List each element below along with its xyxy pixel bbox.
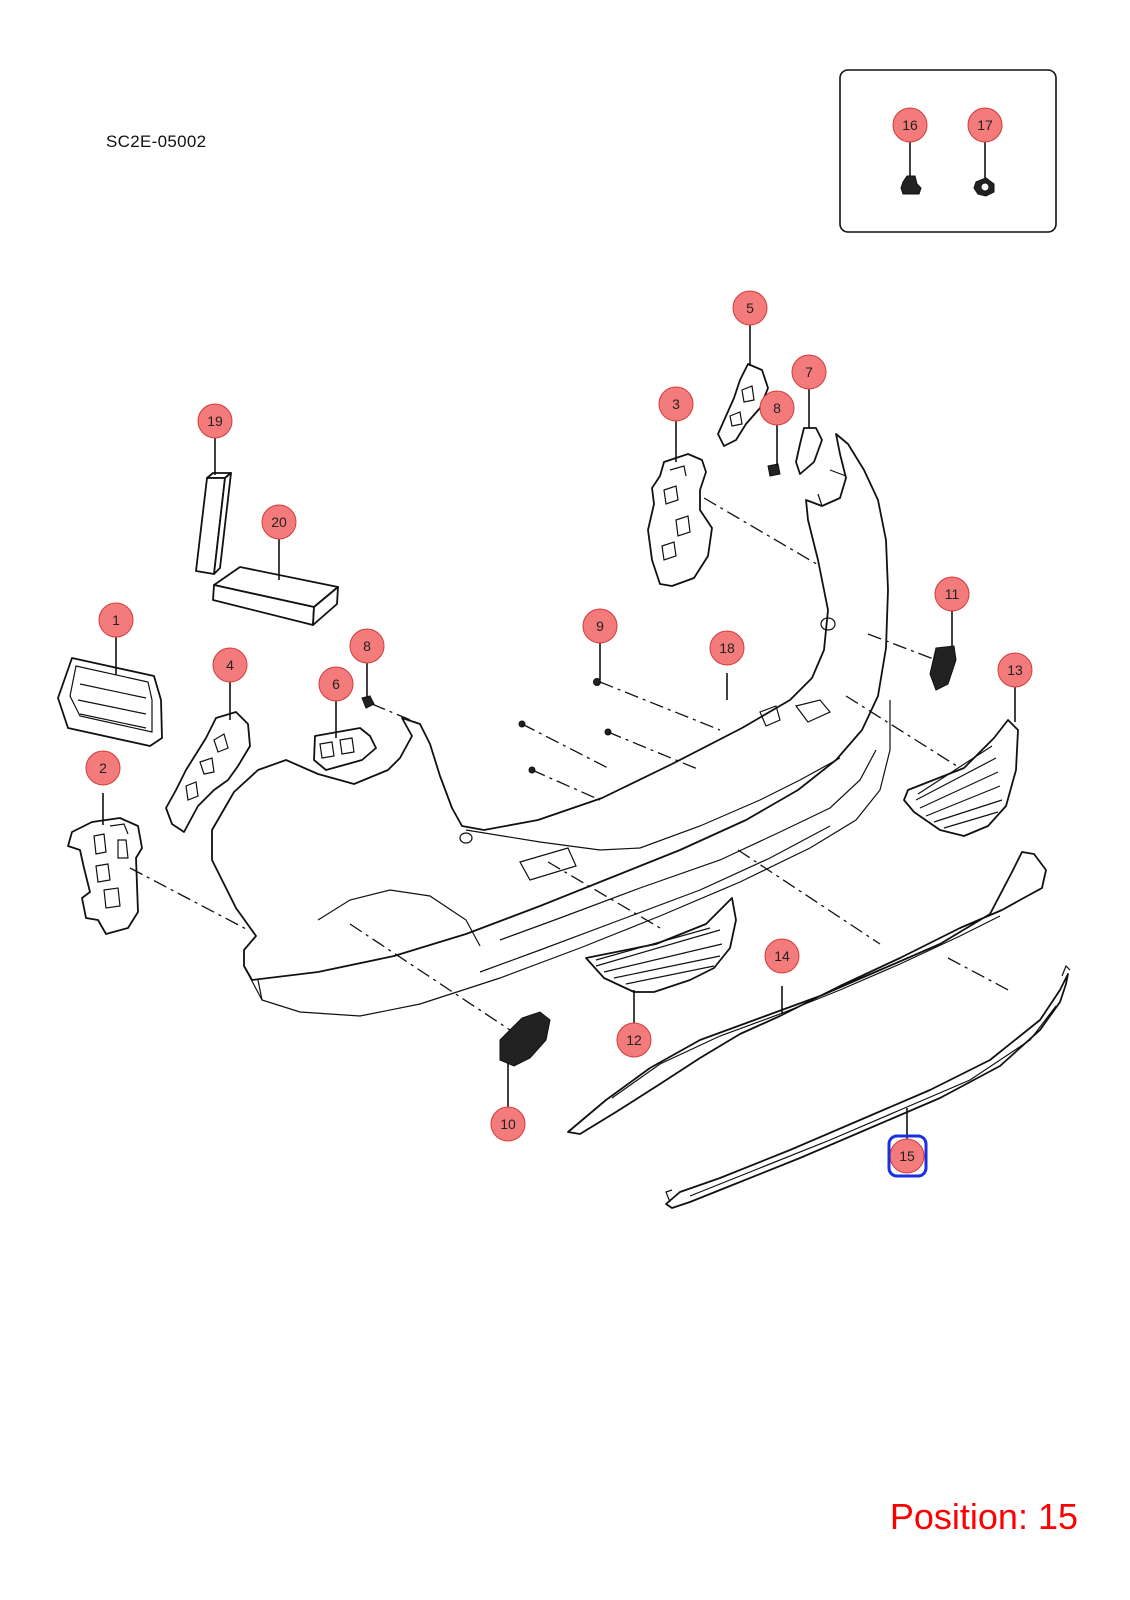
bumper-cover-16 xyxy=(211,433,891,1017)
svg-text:8: 8 xyxy=(363,638,371,654)
fog-cover-10 xyxy=(499,1011,551,1112)
bracket-7 xyxy=(795,388,823,475)
trim-strip-15 xyxy=(665,964,1071,1209)
svg-text:5: 5 xyxy=(746,300,754,316)
callout-9[interactable]: 9 xyxy=(582,608,618,644)
svg-text:3: 3 xyxy=(672,396,680,412)
callout-14[interactable]: 14 xyxy=(764,938,800,974)
vent-grille-1 xyxy=(57,635,163,747)
callout-18[interactable]: 17 xyxy=(967,107,1003,143)
svg-text:17: 17 xyxy=(977,117,993,133)
svg-text:14: 14 xyxy=(774,948,790,964)
inset-box xyxy=(839,69,1057,233)
callout-15-selected[interactable]: 15 xyxy=(887,1134,928,1178)
callout-2[interactable]: 2 xyxy=(85,750,121,786)
callout-8-upper[interactable]: 8 xyxy=(759,390,795,426)
bracket-3 xyxy=(647,421,713,587)
bracket-11 xyxy=(929,610,957,691)
clip-part-17 xyxy=(900,140,922,195)
svg-text:6: 6 xyxy=(332,676,340,692)
diagram-code: SC2E-05002 xyxy=(106,132,207,151)
callout-11[interactable]: 11 xyxy=(934,576,970,612)
callout-4[interactable]: 4 xyxy=(212,647,248,683)
selection-outline xyxy=(887,1134,928,1178)
svg-text:8: 8 xyxy=(773,400,781,416)
svg-text:7: 7 xyxy=(805,364,813,380)
svg-text:12: 12 xyxy=(626,1032,642,1048)
svg-text:4: 4 xyxy=(226,657,234,673)
bracket-4 xyxy=(165,680,251,833)
bracket-5 xyxy=(717,325,769,447)
svg-text:20: 20 xyxy=(271,514,287,530)
svg-text:1: 1 xyxy=(112,612,120,628)
bracket-6 xyxy=(313,700,377,771)
callout-13[interactable]: 13 xyxy=(997,652,1033,688)
callout-16[interactable]: 18 xyxy=(709,630,745,666)
svg-text:9: 9 xyxy=(596,618,604,634)
svg-text:2: 2 xyxy=(99,760,107,776)
position-label: Position: 15 xyxy=(889,1496,1078,1537)
callout-8-left[interactable]: 8 xyxy=(349,628,385,664)
svg-text:13: 13 xyxy=(1007,662,1023,678)
clip-8-left xyxy=(361,662,375,709)
callout-3[interactable]: 3 xyxy=(658,386,694,422)
callout-7[interactable]: 7 xyxy=(791,354,827,390)
foam-pad-19 xyxy=(195,438,232,575)
side-grille-13 xyxy=(903,686,1019,837)
callout-6[interactable]: 6 xyxy=(318,666,354,702)
callout-17[interactable]: 16 xyxy=(892,107,928,143)
assembly-lines xyxy=(129,497,1013,1031)
svg-text:10: 10 xyxy=(500,1116,516,1132)
clip-8-upper xyxy=(767,424,781,477)
svg-text:15: 15 xyxy=(899,1148,915,1164)
skid-panel-14 xyxy=(567,851,1047,1135)
bracket-2 xyxy=(67,793,143,935)
side-grille-12 xyxy=(585,897,737,1026)
svg-text:19: 19 xyxy=(207,413,223,429)
callout-5[interactable]: 5 xyxy=(732,290,768,326)
callout-12[interactable]: 12 xyxy=(616,1022,652,1058)
callout-20[interactable]: 20 xyxy=(261,504,297,540)
callout-19[interactable]: 19 xyxy=(197,403,233,439)
callouts: 16 17 5 7 3 8 19 20 xyxy=(85,107,1033,1178)
svg-text:18: 18 xyxy=(719,640,735,656)
nut-part-18 xyxy=(973,140,995,197)
callout-1[interactable]: 1 xyxy=(98,602,134,638)
svg-text:11: 11 xyxy=(945,586,960,602)
foam-block-20 xyxy=(212,537,339,626)
svg-text:16: 16 xyxy=(902,117,918,133)
nut-9 xyxy=(593,642,601,686)
callout-10[interactable]: 10 xyxy=(490,1106,526,1142)
